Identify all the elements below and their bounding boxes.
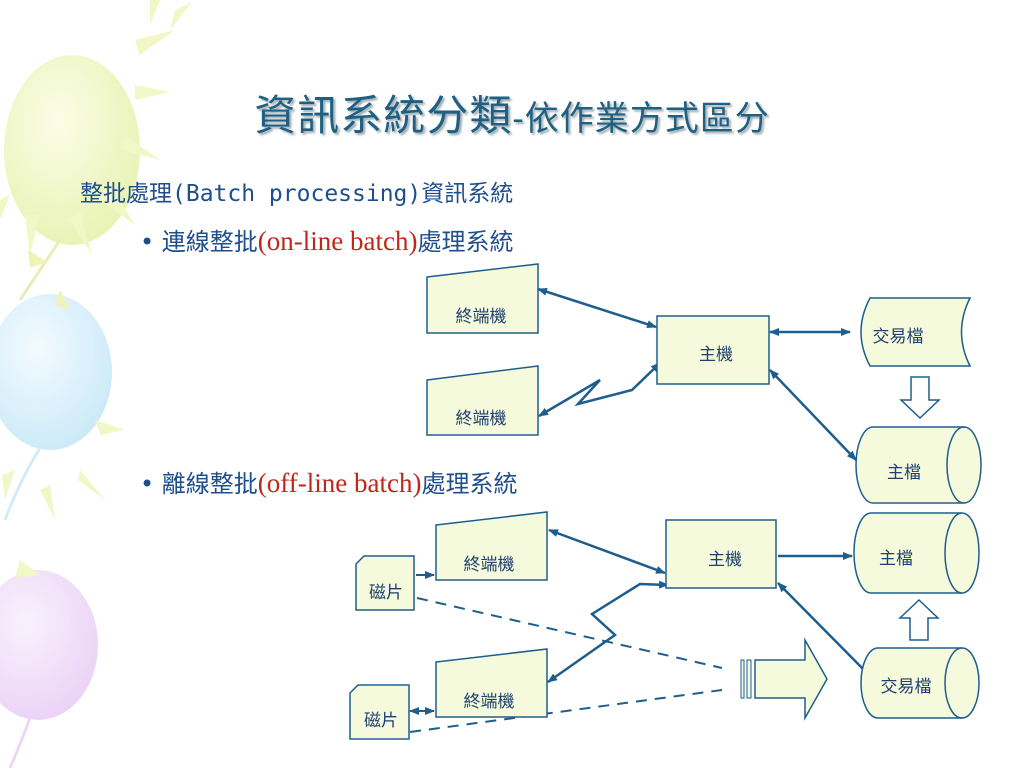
slide-title: 資訊系統分類-依作業方式區分 <box>0 82 1024 143</box>
offline-master-file-shape <box>853 512 980 594</box>
offline-disk2-dashed-line <box>409 689 723 733</box>
offline-diagram: 磁片 磁片 終端機 終端機 主機 主檔 交易檔 <box>349 511 980 740</box>
offline-disk-2-label: 磁片 <box>364 711 398 731</box>
offline-terminal-1-box <box>435 511 548 581</box>
online-transaction-file-label: 交易檔 <box>873 327 924 347</box>
offline-disk-2-shape <box>349 684 410 740</box>
online-host-master-arrow <box>769 369 857 461</box>
offline-transfer-arrow <box>740 637 828 721</box>
online-host-box <box>656 315 770 385</box>
online-prefix: 連線整批 <box>161 228 258 256</box>
title-main: 資訊系統分類 <box>254 91 513 140</box>
sunburst-rays <box>0 0 192 578</box>
online-terminal-2-label: 終端機 <box>456 409 507 429</box>
purple-balloon <box>0 570 98 720</box>
online-terminal-1-box <box>426 263 539 334</box>
offline-terminal-2-box <box>435 648 548 718</box>
online-terminal1-host-arrow <box>537 287 657 329</box>
online-host-label: 主機 <box>699 345 733 365</box>
offline-master-file-label: 主檔 <box>879 549 913 569</box>
online-terminal-1-label: 終端機 <box>456 307 507 327</box>
online-down-arrow <box>899 376 941 420</box>
online-batch-bullet: • 連線整批(on-line batch)處理系統 <box>140 222 513 257</box>
offline-host-label: 主機 <box>708 550 742 570</box>
offline-transaction-file-label: 交易檔 <box>881 677 932 697</box>
offline-suffix: 處理系統 <box>421 470 518 498</box>
offline-terminal2-host-zigzag <box>547 580 669 684</box>
offline-disk-1-label: 磁片 <box>369 583 403 603</box>
online-master-file-label: 主檔 <box>887 463 921 483</box>
online-terminal-2-box <box>426 365 539 436</box>
offline-terminal-2-label: 終端機 <box>464 692 515 712</box>
online-transaction-file-shape <box>860 297 972 367</box>
offline-prefix: 離線整批 <box>161 470 258 498</box>
offline-disk1-dashed-line <box>416 597 723 669</box>
offline-terminal-1-label: 終端機 <box>464 555 515 575</box>
batch-processing-heading: 整批處理(Batch processing)資訊系統 <box>80 181 514 207</box>
offline-up-arrow <box>898 598 940 641</box>
offline-english: (off-line batch) <box>257 468 422 498</box>
bullet-mark: • <box>140 228 155 256</box>
bullet-mark: • <box>140 470 155 498</box>
offline-disk-1-shape <box>355 555 415 611</box>
blue-balloon <box>0 294 112 450</box>
online-diagram: 終端機 終端機 主機 交易檔 主檔 <box>426 263 982 504</box>
online-terminal2-host-zigzag <box>538 362 661 418</box>
offline-host-transaction-arrow <box>777 582 869 675</box>
offline-host-box <box>665 519 777 589</box>
title-subtitle: -依作業方式區分 <box>512 99 770 139</box>
offline-terminal1-host-arrow <box>548 528 666 575</box>
offline-batch-bullet: • 離線整批(off-line batch)處理系統 <box>140 464 517 499</box>
online-suffix: 處理系統 <box>417 228 514 256</box>
online-english: (on-line batch) <box>257 226 418 256</box>
